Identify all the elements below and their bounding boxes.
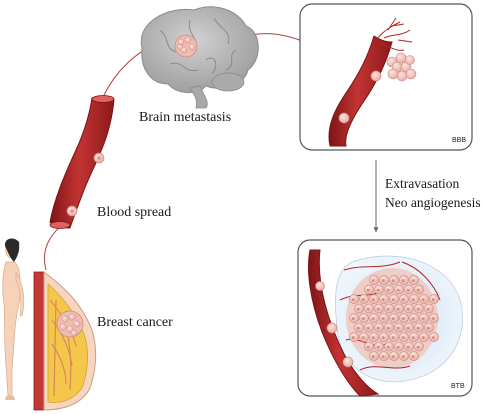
tumor-cell-nucleus — [396, 288, 400, 292]
tumor-cell-nucleus — [381, 298, 385, 302]
tumor-cell-nucleus — [386, 326, 390, 330]
tumor-cell-nucleus — [366, 345, 370, 349]
tumor-cell-nucleus — [361, 317, 365, 321]
label-blood-spread: Blood spread — [97, 205, 172, 220]
breast-cross-section — [33, 270, 97, 411]
tumor-cell-nucleus — [381, 279, 385, 283]
tumor-cell-nucleus — [411, 317, 415, 321]
brain-icon — [140, 6, 259, 109]
tumor-cell-nucleus — [421, 298, 425, 302]
tumor-cell-nucleus — [371, 298, 375, 302]
tumor-cell-nucleus — [421, 336, 425, 340]
label-neo-angiogenesis: Neo angiogenesis — [385, 195, 481, 210]
tumor-cell-nucleus — [396, 345, 400, 349]
tumor-cell-nucleus — [396, 326, 400, 330]
btb-tumor-mass — [349, 275, 439, 361]
tumor-cell-nucleus — [401, 279, 405, 283]
tumor-cell-nucleus — [376, 345, 380, 349]
connector-breast-to-blood — [44, 221, 67, 271]
tumor-cell-nucleus — [416, 345, 420, 349]
tumor-cell-nucleus — [431, 336, 435, 340]
tumor-cell-nucleus — [426, 326, 430, 330]
tumor-cell-nucleus — [431, 317, 435, 321]
tumor-cell-nucleus — [396, 307, 400, 311]
tumor-cell-nucleus — [371, 336, 375, 340]
tumor-cell-nucleus — [366, 326, 370, 330]
tumor-cell-nucleus — [406, 326, 410, 330]
tumor-cell-nucleus — [401, 336, 405, 340]
tumor-cell-nucleus — [401, 298, 405, 302]
tumor-cell-nucleus — [386, 288, 390, 292]
label-brain-metastasis: Brain metastasis — [139, 110, 232, 125]
tumor-cell-nucleus — [351, 336, 355, 340]
tumor-cell-nucleus — [391, 279, 395, 283]
btb-panel — [297, 239, 473, 397]
tumor-cell-nucleus — [366, 307, 370, 311]
tumor-cell-nucleus — [411, 355, 415, 359]
tumor-cell-nucleus — [351, 317, 355, 321]
tumor-cell-nucleus — [416, 288, 420, 292]
tumor-cell-nucleus — [371, 279, 375, 283]
label-btb: BTB — [451, 383, 465, 390]
tumor-cell-nucleus — [391, 355, 395, 359]
brain-tumor-cluster — [174, 34, 198, 58]
tumor-cell-nucleus — [411, 298, 415, 302]
tumor-cell-nucleus — [386, 307, 390, 311]
tumor-cell-nucleus — [356, 326, 360, 330]
extravasating-cells — [386, 52, 417, 82]
label-extravasation: Extravasation — [385, 176, 460, 191]
tumor-cell-nucleus — [406, 307, 410, 311]
tumor-cell-nucleus — [406, 288, 410, 292]
tumor-cell-nucleus — [356, 307, 360, 311]
tumor-cell-nucleus — [401, 355, 405, 359]
tumor-cell-nucleus — [401, 317, 405, 321]
tumor-cell-nucleus — [406, 345, 410, 349]
woman-figure-icon — [2, 238, 25, 400]
tumor-cell-nucleus — [431, 298, 435, 302]
bbb-panel — [299, 3, 473, 151]
tumor-cell-nucleus — [426, 307, 430, 311]
tumor-cell-nucleus — [351, 298, 355, 302]
tumor-cell-nucleus — [421, 317, 425, 321]
tumor-cell-nucleus — [371, 317, 375, 321]
tumor-cell-nucleus — [361, 336, 365, 340]
label-bbb: BBB — [452, 137, 467, 144]
tumor-cell-nucleus — [416, 326, 420, 330]
tumor-cell-nucleus — [371, 355, 375, 359]
tumor-cell-nucleus — [391, 298, 395, 302]
tumor-cell-nucleus — [381, 317, 385, 321]
label-breast-cancer: Breast cancer — [97, 315, 173, 330]
tumor-cell-nucleus — [381, 336, 385, 340]
tumor-cell-nucleus — [416, 307, 420, 311]
tumor-cell-nucleus — [376, 326, 380, 330]
blood-vessel-spread — [49, 95, 115, 229]
tumor-cell-nucleus — [411, 336, 415, 340]
tumor-cell-nucleus — [376, 288, 380, 292]
tumor-cell-nucleus — [381, 355, 385, 359]
tumor-cell-nucleus — [411, 279, 415, 283]
tumor-cell-nucleus — [366, 288, 370, 292]
tumor-cell-nucleus — [391, 336, 395, 340]
tumor-cell-nucleus — [391, 317, 395, 321]
tumor-cell-nucleus — [386, 345, 390, 349]
tumor-cell-nucleus — [361, 298, 365, 302]
tumor-cell-nucleus — [376, 307, 380, 311]
